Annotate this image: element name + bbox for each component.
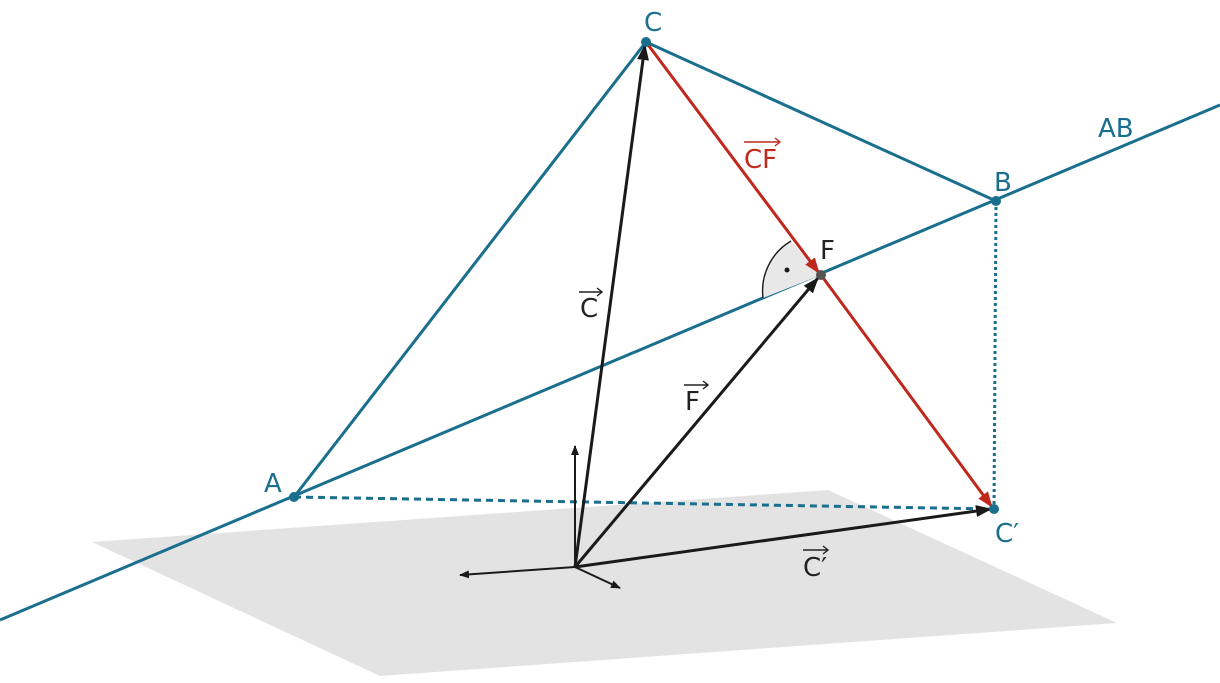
coordinate-axes-icon [459,445,621,589]
label-vector-cf: CF [744,137,782,175]
projection-line-a-cprime [293,495,995,511]
base-plane [92,490,1117,676]
label-vector-f: F [684,380,710,417]
vector-c [573,44,649,568]
point-c-prime[interactable] [989,504,999,514]
label-line-ab: AB [1098,114,1134,144]
vector-f-cprime [819,274,994,508]
line-ab [0,103,1220,622]
label-point-f: F [820,236,835,266]
svg-text:CF: CF [744,145,777,175]
label-point-c-prime: C′ [995,519,1019,549]
label-vector-c-prime: C′ [803,545,830,583]
svg-text:C: C [580,294,598,324]
segment-ca [292,41,648,498]
point-a[interactable] [289,492,299,502]
label-point-c: C [644,8,662,38]
svg-text:F: F [685,387,700,417]
right-angle-marker-icon [761,240,821,299]
point-b[interactable] [991,196,1001,206]
vector-cf [644,41,821,274]
projection-line-b-cprime [992,200,998,510]
vector-f [573,277,820,568]
label-point-a: A [264,469,282,499]
svg-text:C′: C′ [803,553,827,583]
point-c[interactable] [641,37,651,47]
vector-c-prime [574,505,992,569]
label-point-b: B [994,168,1012,198]
point-f[interactable] [816,270,826,280]
segment-cb [645,40,997,203]
label-vector-c: C [579,287,604,324]
